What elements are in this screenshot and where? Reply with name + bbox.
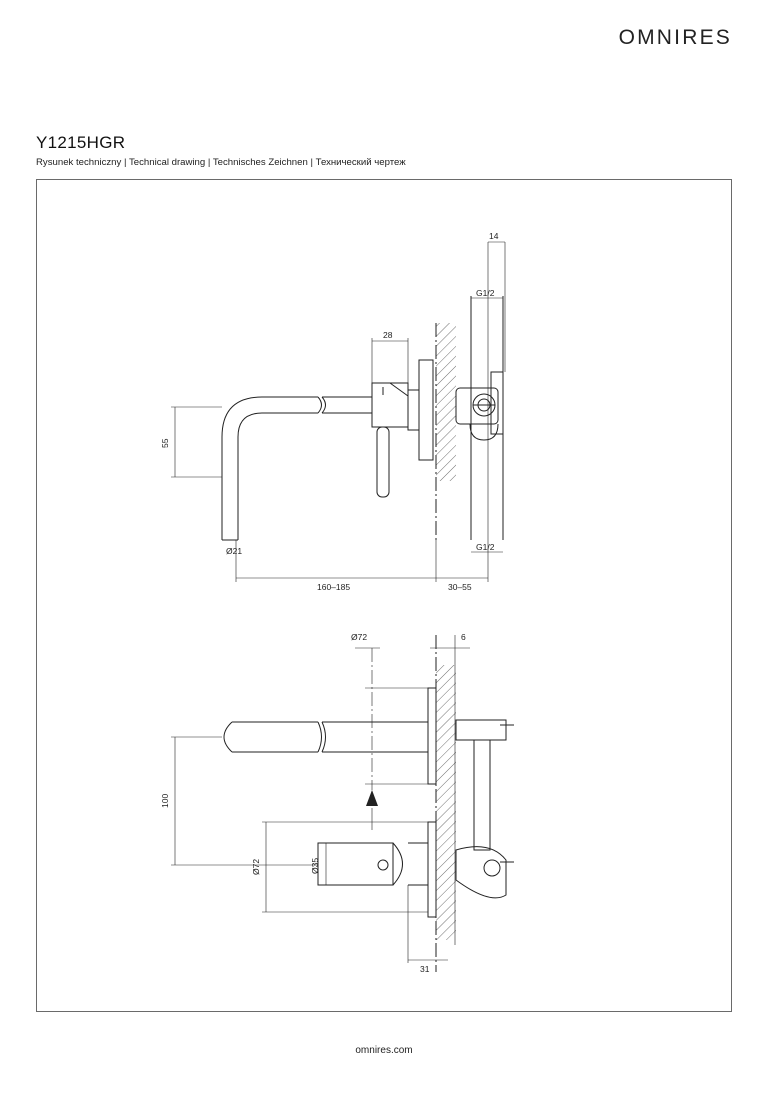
arrow-marker [366,790,378,806]
rosette [418,359,434,461]
dim-6: 6 [461,632,466,642]
concealed-box [455,387,499,425]
dim-28: 28 [383,330,393,340]
drawing-frame [36,179,732,1012]
rosette-bottom [427,821,437,918]
spout-outer [221,396,318,478]
wall-hatch-top [436,323,456,481]
spout-inner [237,412,318,478]
dim-55: 55 [160,438,170,448]
rosette-top [427,687,437,785]
product-code: Y1215HGR [36,133,126,152]
dim-d35: Ø35 [310,858,320,874]
lever [376,426,390,498]
side-view [171,241,506,582]
top-view [171,635,514,972]
wall-hatch-bottom [436,665,456,940]
handle-cap [392,842,403,886]
dim-g12-top: G1/2 [476,288,495,298]
dim-100: 100 [160,794,170,808]
dim-31: 31 [420,964,430,974]
mixer-body [371,382,409,428]
dim-d72: Ø72 [251,859,261,875]
brand-logo: OMNIRES [618,26,732,49]
dim-d21: Ø21 [226,546,242,556]
footer-url[interactable]: omnires.com [355,1045,413,1056]
dim-d72-top: Ø72 [351,632,367,642]
spout-break-left [317,396,322,414]
handle [317,842,394,886]
box-bottom [455,846,507,899]
box-top [455,719,507,741]
dim-14: 14 [489,231,499,241]
dim-g12-bottom: G1/2 [476,542,495,552]
drawing-subtitle: Rysunek techniczny | Technical drawing |… [36,157,406,168]
dim-30-55: 30–55 [448,582,472,592]
dim-160-185: 160–185 [317,582,350,592]
